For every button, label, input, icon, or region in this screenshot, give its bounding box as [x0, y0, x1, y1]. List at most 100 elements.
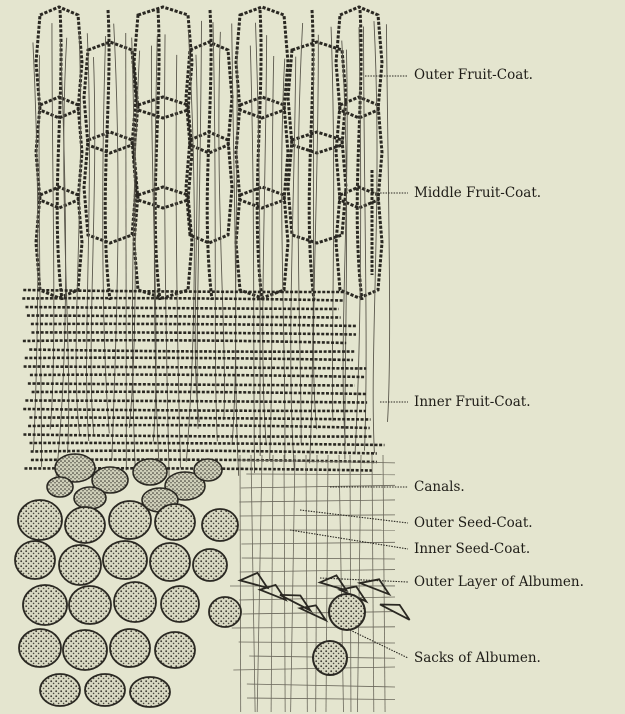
albumen-cell: [202, 509, 238, 541]
albumen-cell: [114, 582, 156, 622]
outer-cell: [236, 187, 288, 298]
outer-cell: [84, 132, 136, 243]
mesh-line: [284, 455, 285, 712]
albumen-cell: [150, 543, 190, 581]
fibre-line: [331, 27, 334, 422]
mesh-line: [316, 455, 317, 712]
label-sacks-of-albumen: Sacks of Albumen.: [414, 650, 541, 666]
canal-cell: [133, 459, 167, 485]
fibre-line: [87, 33, 90, 441]
fibre-line: [213, 22, 217, 441]
mesh-line: [242, 612, 395, 614]
mesh-line: [241, 542, 395, 544]
label-middle-fruit-coat: Middle Fruit-Coat.: [414, 185, 541, 201]
fibre-line: [373, 21, 377, 453]
albumen-cell: [40, 674, 80, 706]
mesh-line: [239, 642, 395, 643]
albumen-cell: [23, 585, 67, 625]
inner-coat-row: [25, 307, 338, 309]
outer-cell-wall: [207, 10, 212, 300]
fibre-line: [314, 35, 319, 429]
mesh-line: [247, 684, 395, 687]
fibre-line: [298, 23, 303, 443]
inner-coat-row: [25, 358, 353, 360]
albumen-cell: [209, 597, 241, 627]
label-outer-fruit-coat: Outer Fruit-Coat.: [414, 67, 533, 83]
label-inner-fruit-coat: Inner Fruit-Coat.: [414, 394, 531, 410]
fibre-line: [219, 32, 225, 420]
albumen-cell: [15, 541, 55, 579]
albumen-cell: [193, 549, 227, 581]
fibre-line: [270, 56, 274, 461]
outer-cell-wall: [105, 10, 110, 300]
albumen-cell: [63, 630, 107, 670]
mesh-line: [271, 455, 273, 712]
label-outer-layer-of-albumen: Outer Layer of Albumen.: [414, 574, 584, 590]
label-outer-seed-coat: Outer Seed-Coat.: [414, 515, 533, 531]
fibre-line: [291, 57, 296, 470]
inner-coat-row: [31, 451, 377, 454]
fibre-line: [232, 23, 236, 444]
outer-cell: [36, 97, 82, 208]
albumen-cell: [110, 629, 150, 667]
inner-coat-row: [27, 316, 341, 318]
albumen-cell: [18, 500, 62, 540]
inner-coat-row: [32, 392, 367, 394]
outer-cell: [236, 97, 288, 208]
albumen-sack: [313, 641, 347, 675]
inner-coat-row: [22, 298, 342, 300]
label-leader: [300, 510, 408, 523]
fibre-line: [126, 33, 127, 470]
mesh-line: [383, 455, 385, 712]
inner-coat-row: [29, 418, 370, 420]
mesh-line: [239, 597, 395, 600]
albumen-cell: [161, 586, 199, 622]
outer-cell: [134, 7, 192, 118]
canal-cell: [74, 487, 106, 509]
fibre-line: [386, 24, 389, 422]
fibre-line: [151, 46, 156, 442]
canal-cell: [194, 459, 222, 481]
albumen-sack: [329, 594, 365, 630]
inner-coat-row: [23, 409, 366, 411]
mesh-line: [350, 455, 351, 712]
mesh-line: [240, 515, 395, 516]
albumen-sacks: [313, 594, 365, 675]
label-inner-seed-coat: Inner Seed-Coat.: [414, 541, 530, 557]
label-canals: Canals.: [414, 479, 465, 495]
inner-coat-row: [23, 340, 346, 343]
fibre-line: [91, 57, 95, 434]
outer-cell: [236, 7, 288, 118]
fibre-line: [250, 46, 254, 473]
inner-coat-row: [28, 384, 355, 386]
inner-coat-row: [30, 443, 385, 445]
albumen-cell: [103, 541, 147, 579]
canal-cell: [47, 477, 73, 497]
fibre-line: [165, 34, 170, 479]
fibre-line: [50, 23, 54, 429]
albumen-cell: [155, 504, 195, 540]
mesh-line: [246, 474, 395, 475]
mesh-line: [240, 455, 241, 712]
mesh-line: [242, 558, 395, 559]
inner-coat-row: [24, 367, 367, 369]
inner-coat-row: [23, 435, 371, 437]
mesh-line: [232, 627, 395, 628]
fibre-line: [364, 27, 367, 451]
albumen-cell: [130, 677, 170, 707]
inner-coat-row: [31, 332, 356, 334]
mesh-line: [306, 455, 307, 712]
outer-cell-wall: [155, 10, 160, 300]
albumen-outer-cell: [360, 579, 389, 594]
albumen-cell: [59, 545, 101, 585]
mesh-line: [247, 698, 395, 700]
mesh-line: [240, 570, 395, 572]
outer-cell: [134, 187, 192, 298]
mesh-line: [291, 455, 295, 712]
albumen-cell: [109, 501, 151, 539]
inner-coat-row: [28, 425, 370, 428]
outer-cell: [134, 97, 192, 208]
albumen-cell: [155, 632, 195, 668]
label-leader: [290, 530, 408, 549]
albumen-cell: [69, 586, 111, 624]
